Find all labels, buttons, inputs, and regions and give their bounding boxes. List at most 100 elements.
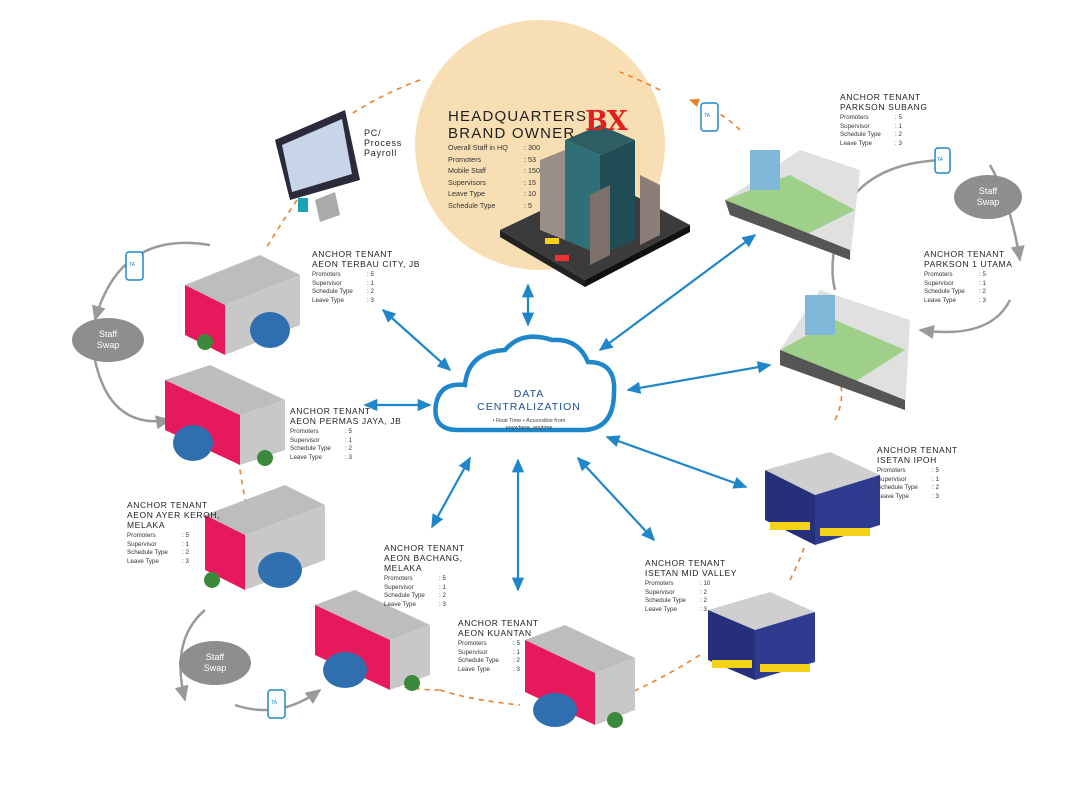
stat-label: Schedule Type [458,657,499,665]
hq-stat-value: : 150 [524,166,540,176]
sync-arrows [363,234,772,592]
stat-label: Leave Type [384,600,416,608]
phone-app-label: TA [271,700,278,706]
stat-value: : 3 [182,557,189,565]
stat-label: Promoters [924,271,953,278]
staff-swap-line1: Staff [978,186,998,196]
stat-label: Leave Type [312,296,344,304]
tenant-aeon-permas: ANCHOR TENANT AEON PERMAS JAYA, JB Promo… [290,406,401,462]
staff-swap-badge-bottom [179,641,251,685]
cloud-title-line2: CENTRALIZATION [477,401,581,413]
tenant-heading: ANCHOR TENANT [312,249,393,259]
stat-label: Supervisor [312,279,342,287]
cloud-title-line1: DATA [513,388,545,400]
stat-label: Schedule Type [312,288,353,296]
stat-value: : 3 [895,139,902,147]
stat-label: Supervisor [384,583,414,591]
stat-value: : 1 [439,583,446,591]
phone-app-label: TA [937,157,944,163]
stat-value: : 10 [700,580,711,587]
tenant-parkson-subang: ANCHOR TENANT PARKSON SUBANG Promoters : … [840,92,928,148]
staff-swap-line2: Swap [976,197,1000,207]
staff-swap-line2: Swap [96,340,120,350]
orange-dashed-ring [234,71,843,706]
staff-swap-line1: Staff [98,329,118,339]
hq-stat-label: Schedule Type [448,200,496,210]
hq-stat-value: : 15 [524,177,536,187]
stat-value: : 5 [513,640,520,647]
stat-value: : 5 [932,467,939,474]
tenant-heading: ANCHOR TENANT [840,92,921,102]
tenant-name: PARKSON 1 UTAMA [924,259,1013,269]
cloud-note-line1: • Real Time • Accessible from [492,418,566,424]
stat-label: Supervisor [290,436,320,444]
hq-stat-label: Overall Staff in HQ [448,143,508,152]
tenant-heading: ANCHOR TENANT [384,543,465,553]
stat-label: Leave Type [840,139,872,147]
stat-value: : 3 [979,296,986,304]
stat-label: Leave Type [458,665,490,673]
building-parkson-1-utama [780,290,910,410]
tenant-name-line2: MELAKA [384,563,423,573]
hq-title: HEADQUARTERS BRAND OWNER [448,108,587,142]
hq-title-line2: BRAND OWNER [448,125,576,142]
building-aeon-bachang [315,590,430,691]
stat-value: : 1 [345,436,352,444]
building-aeon-ayer-keroh [204,485,325,590]
building-isetan-mid-valley [708,592,815,680]
phone-app-label: TA [704,113,711,119]
stat-value: : 2 [895,131,902,139]
stat-value: : 3 [345,453,352,461]
stat-label: Leave Type [290,453,322,461]
stat-label: Promoters [840,114,869,121]
hq-title-line1: HEADQUARTERS [448,108,588,125]
staff-swap-line2: Swap [203,663,227,673]
hq-stat-value: : 53 [524,154,536,164]
tenant-heading: ANCHOR TENANT [290,406,371,416]
hq-stat-value: : 300 [524,143,540,152]
staff-swap-label-left: Staff Swap [78,329,138,351]
tenant-aeon-kuantan: ANCHOR TENANT AEON KUANTAN Promoters: 5 … [458,618,539,674]
tenant-name: PARKSON SUBANG [840,102,928,112]
pc-process-payroll-label: PC/ Process Payroll [364,128,402,158]
tenant-name: AEON BACHANG, [384,553,463,563]
stat-label: Supervisor [127,540,157,548]
stat-label: Supervisor [877,475,907,483]
stat-value: : 5 [439,575,446,582]
building-aeon-terbau [185,255,300,355]
tenant-heading: ANCHOR TENANT [645,558,726,568]
stat-value: : 1 [895,122,902,130]
cloud-label: DATA CENTRALIZATION • Real Time • Access… [454,388,604,432]
phone-app-label: TA [129,262,136,268]
pc-label-line3: Payroll [364,148,398,158]
stat-label: Schedule Type [645,597,686,605]
headquarters-building [500,125,690,287]
stat-value: : 5 [979,271,986,278]
stat-value: : 2 [367,288,374,296]
tenant-heading: ANCHOR TENANT [458,618,539,628]
stat-label: Schedule Type [924,288,965,296]
staff-swap-badge-right [954,175,1022,219]
stat-value: : 2 [932,484,939,492]
stat-label: Supervisor [645,588,675,596]
stat-value: : 5 [367,271,374,278]
stat-value: : 1 [932,475,939,483]
stat-label: Supervisor [840,122,870,130]
tenant-heading: ANCHOR TENANT [877,445,958,455]
stat-label: Leave Type [877,492,909,500]
hq-stat-value: : 10 [524,189,536,199]
hq-stat-label: Supervisors [448,177,486,187]
tenant-name: AEON TERBAU CITY, JB [312,259,421,269]
tenant-heading: ANCHOR TENANT [924,249,1005,259]
cloud-note-line2: anywhere, anytime [505,425,553,431]
tenant-aeon-terbau: ANCHOR TENANT AEON TERBAU CITY, JB Promo… [312,249,420,305]
tenant-isetan-ipoh: ANCHOR TENANT ISETAN IPOH Promoters: 5 S… [877,445,958,501]
stat-label: Schedule Type [877,484,918,492]
stat-value: : 5 [345,428,352,435]
building-aeon-permas [165,365,285,466]
stat-value: : 2 [513,657,520,665]
staff-swap-label-bottom: Staff Swap [185,652,245,674]
building-isetan-ipoh [765,452,880,545]
tenant-name: ISETAN IPOH [877,455,937,465]
stat-label: Promoters [645,580,674,587]
